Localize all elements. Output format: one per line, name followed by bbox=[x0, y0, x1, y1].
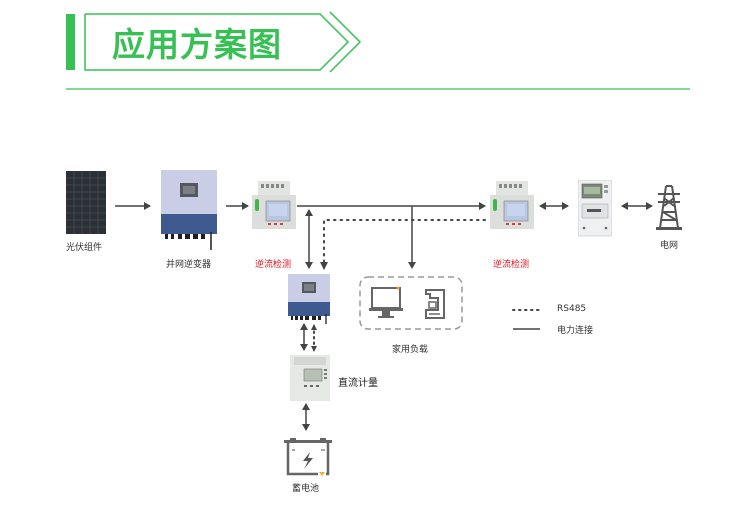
dc-meter-icon bbox=[290, 355, 330, 401]
coffee-machine-icon bbox=[425, 289, 445, 319]
household-load bbox=[368, 284, 456, 324]
dc-metering-label: 直流计量 bbox=[338, 378, 378, 389]
power-grid-label: 电网 bbox=[660, 241, 679, 251]
legend: RS485 电力连接 bbox=[510, 300, 610, 340]
din-rail-meter-icon bbox=[490, 181, 534, 229]
inverter-icon bbox=[288, 274, 330, 324]
household-load-label: 家用负载 bbox=[392, 345, 429, 355]
reverse-flow-meter-1 bbox=[252, 181, 296, 229]
monitor-icon bbox=[369, 286, 403, 318]
reverse-flow-label-1: 逆流检测 bbox=[255, 260, 292, 270]
transmission-tower-icon bbox=[656, 185, 682, 230]
din-rail-meter-icon bbox=[252, 181, 296, 229]
page-title: 应用方案图 bbox=[112, 25, 282, 64]
pv-module-label: 光伏组件 bbox=[66, 243, 103, 253]
battery-label: 蓄电池 bbox=[292, 484, 320, 494]
solar-panel-icon bbox=[66, 171, 106, 234]
line-rs485 bbox=[323, 219, 486, 269]
title-frame bbox=[66, 11, 690, 90]
pv-module bbox=[66, 171, 106, 234]
utility-meter-icon bbox=[578, 180, 612, 237]
dc-meter bbox=[290, 355, 330, 401]
utility-meter bbox=[578, 180, 612, 238]
power-grid bbox=[656, 184, 682, 232]
household-load-box bbox=[359, 276, 463, 330]
storage-inverter bbox=[288, 274, 332, 324]
inverter-icon bbox=[161, 170, 217, 250]
title-accent-bar bbox=[66, 14, 75, 70]
reverse-flow-label-2: 逆流检测 bbox=[493, 260, 530, 270]
battery bbox=[284, 438, 332, 478]
grid-inverter-label: 并网逆变器 bbox=[166, 260, 212, 270]
reverse-flow-meter-2 bbox=[490, 181, 534, 229]
legend-power-label: 电力连接 bbox=[557, 326, 594, 336]
grid-inverter bbox=[161, 170, 219, 250]
header: 应用方案图 bbox=[0, 0, 750, 100]
legend-rs485-label: RS485 bbox=[557, 304, 587, 314]
battery-icon bbox=[284, 438, 332, 476]
